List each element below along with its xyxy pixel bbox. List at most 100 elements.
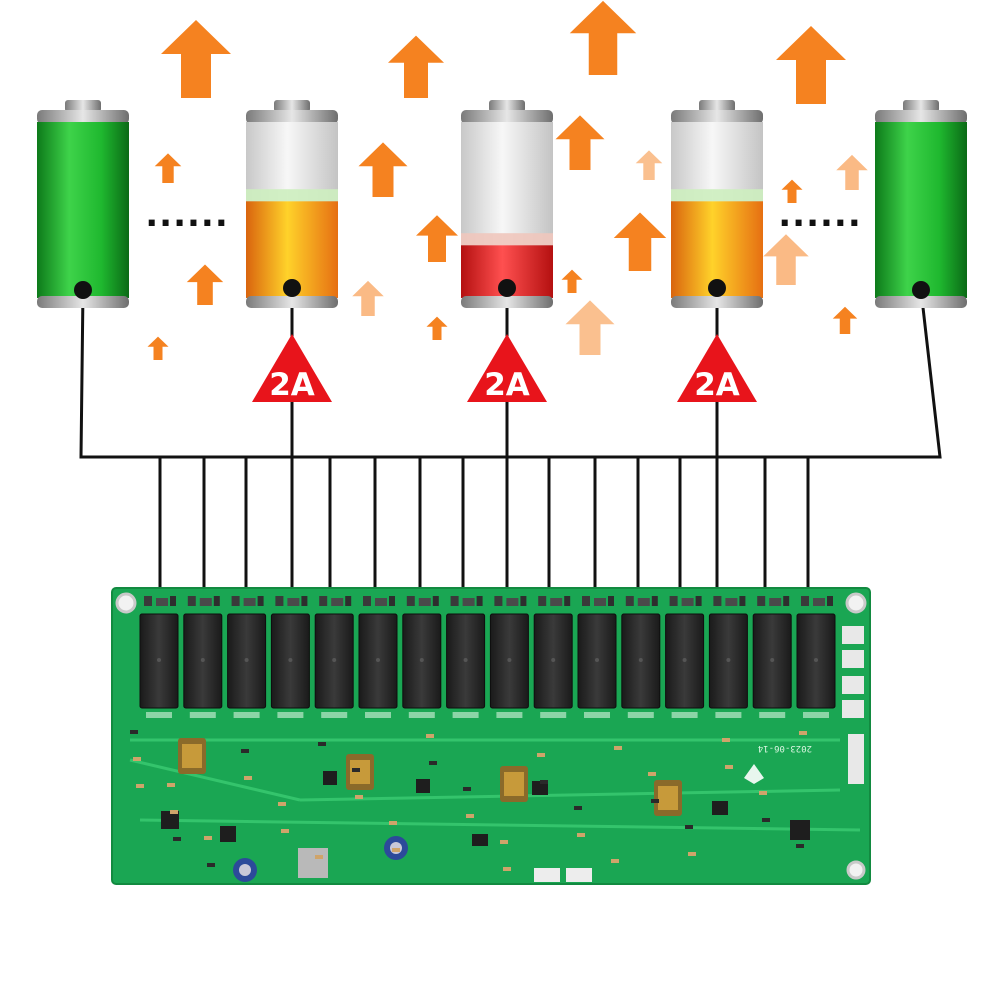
smd-resistor bbox=[244, 776, 252, 780]
balancer-pcb: 2023-06-14 bbox=[111, 587, 871, 885]
smd-part bbox=[783, 596, 790, 606]
smd-resistor bbox=[725, 765, 733, 769]
smd-resistor bbox=[799, 731, 807, 735]
current-badge-3: 2A bbox=[677, 334, 757, 403]
warning-triangle-icon bbox=[677, 334, 757, 402]
smd-part bbox=[757, 596, 766, 606]
battery-cap bbox=[903, 100, 939, 112]
battery-bottom-ring bbox=[875, 296, 967, 308]
pcb-components bbox=[129, 626, 864, 882]
battery-cap bbox=[274, 100, 310, 112]
up-arrow-icon bbox=[416, 215, 458, 262]
smd-part bbox=[651, 596, 658, 606]
battery-bottom-ring bbox=[461, 296, 553, 308]
smd-resistor bbox=[796, 844, 804, 848]
smd-resistor bbox=[463, 787, 471, 791]
relay-mark bbox=[288, 658, 293, 662]
up-arrow-icon bbox=[776, 26, 846, 104]
smd-resistor bbox=[204, 836, 212, 840]
smd-part bbox=[231, 596, 240, 606]
transformer-core bbox=[658, 786, 678, 810]
silkscreen bbox=[146, 712, 172, 718]
battery-terminal bbox=[74, 281, 92, 299]
smd-resistor bbox=[722, 738, 730, 742]
edge-connector bbox=[848, 734, 864, 784]
up-arrow-icon bbox=[781, 179, 803, 203]
ic-chip bbox=[161, 811, 179, 829]
smd-resistor bbox=[133, 757, 141, 761]
battery-top-ring bbox=[246, 110, 338, 124]
relay-mark bbox=[551, 658, 556, 662]
smd-resistor bbox=[389, 821, 397, 825]
relay-mark bbox=[244, 658, 249, 662]
smd-resistor bbox=[540, 780, 548, 784]
up-arrow-icon bbox=[147, 336, 169, 360]
up-arrow-icon bbox=[832, 306, 858, 334]
smd-resistor bbox=[392, 848, 400, 852]
battery-cap bbox=[65, 100, 101, 112]
mount-hole-br bbox=[846, 860, 866, 880]
smd-part bbox=[769, 598, 782, 606]
smd-part bbox=[375, 598, 387, 606]
smd-part bbox=[625, 596, 634, 606]
smd-part bbox=[801, 596, 809, 606]
edge-connector bbox=[842, 700, 864, 718]
battery-top-ring bbox=[875, 110, 967, 124]
bus-line bbox=[79, 289, 942, 459]
smd-part bbox=[243, 598, 256, 606]
up-arrow-icon bbox=[613, 212, 667, 271]
relay-mark bbox=[595, 658, 599, 662]
smd-resistor bbox=[281, 829, 289, 833]
battery-level-band bbox=[461, 233, 553, 246]
battery-row bbox=[37, 100, 967, 308]
smd-resistor bbox=[759, 791, 767, 795]
pcb-trace bbox=[139, 818, 861, 832]
up-arrow-icon bbox=[763, 234, 809, 285]
smd-part bbox=[331, 598, 344, 606]
smd-part bbox=[418, 598, 431, 606]
smd-resistor bbox=[130, 730, 138, 734]
smd-part bbox=[476, 596, 483, 606]
silkscreen bbox=[408, 712, 435, 718]
battery-terminal bbox=[283, 279, 301, 297]
up-arrow-icon bbox=[555, 115, 605, 170]
up-arrow-icon bbox=[161, 20, 231, 98]
transformer-core bbox=[182, 744, 202, 768]
warning-triangle-icon bbox=[252, 334, 332, 402]
transformer-core bbox=[504, 772, 524, 796]
pcb-trace bbox=[299, 788, 841, 802]
silkscreen bbox=[803, 712, 829, 718]
relay-mark bbox=[507, 658, 512, 662]
up-arrow-icon bbox=[388, 35, 444, 98]
smd-part bbox=[520, 596, 527, 606]
smd-part bbox=[494, 596, 503, 606]
smd-part bbox=[827, 596, 833, 606]
battery-level-band bbox=[671, 189, 763, 202]
pcb-trace bbox=[129, 758, 301, 802]
relay-mark bbox=[419, 658, 424, 662]
ellipsis-right: ...... bbox=[778, 195, 862, 235]
relay-mark bbox=[332, 658, 337, 662]
smd-part bbox=[450, 596, 459, 606]
smd-part bbox=[432, 596, 439, 606]
smd-part bbox=[170, 596, 176, 606]
smd-resistor bbox=[611, 859, 619, 863]
smd-part bbox=[681, 598, 694, 606]
relay-mark bbox=[770, 658, 775, 662]
ic-chip bbox=[712, 801, 728, 815]
ic-chip bbox=[472, 834, 488, 846]
smd-resistor bbox=[648, 772, 656, 776]
silkscreen bbox=[715, 712, 742, 718]
current-badge-2: 2A bbox=[467, 334, 547, 403]
heat-arrows bbox=[147, 0, 868, 360]
smd-resistor bbox=[503, 867, 511, 871]
smd-resistor bbox=[429, 761, 437, 765]
silkscreen bbox=[627, 712, 654, 718]
edge-connector bbox=[842, 676, 864, 694]
battery-level-band bbox=[246, 189, 338, 202]
edge-connector bbox=[842, 650, 864, 668]
inductor bbox=[298, 848, 328, 878]
smd-part bbox=[389, 596, 395, 606]
smd-resistor bbox=[170, 810, 178, 814]
